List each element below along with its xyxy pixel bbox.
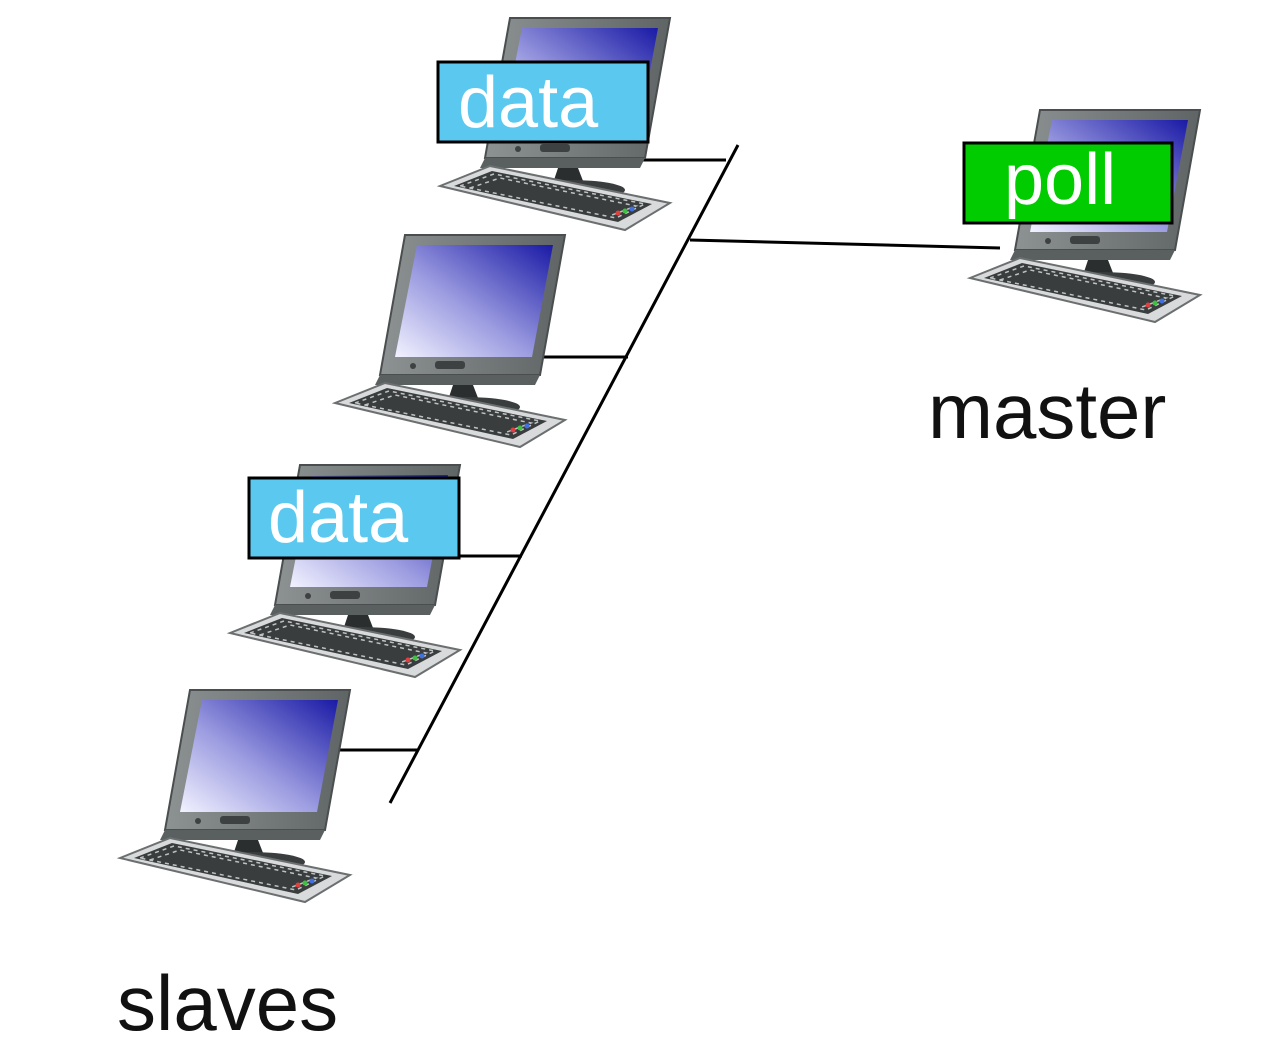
data-message-lower: data (247, 476, 461, 560)
master-label: master (928, 367, 1166, 455)
data-message-top: data (436, 60, 650, 144)
poll-message-label: poll (1004, 140, 1116, 220)
master-link-line (689, 238, 1001, 250)
computer-icon (119, 689, 351, 903)
poll-message: poll (962, 140, 1174, 225)
shared-bus-line (388, 144, 740, 804)
data-message-lower-label: data (268, 478, 409, 558)
data-message-top-label: data (458, 63, 599, 143)
computer-icon (334, 234, 566, 448)
slave-computer-4 (119, 689, 351, 903)
slaves-label: slaves (117, 959, 338, 1047)
slave-computer-2 (334, 234, 566, 448)
